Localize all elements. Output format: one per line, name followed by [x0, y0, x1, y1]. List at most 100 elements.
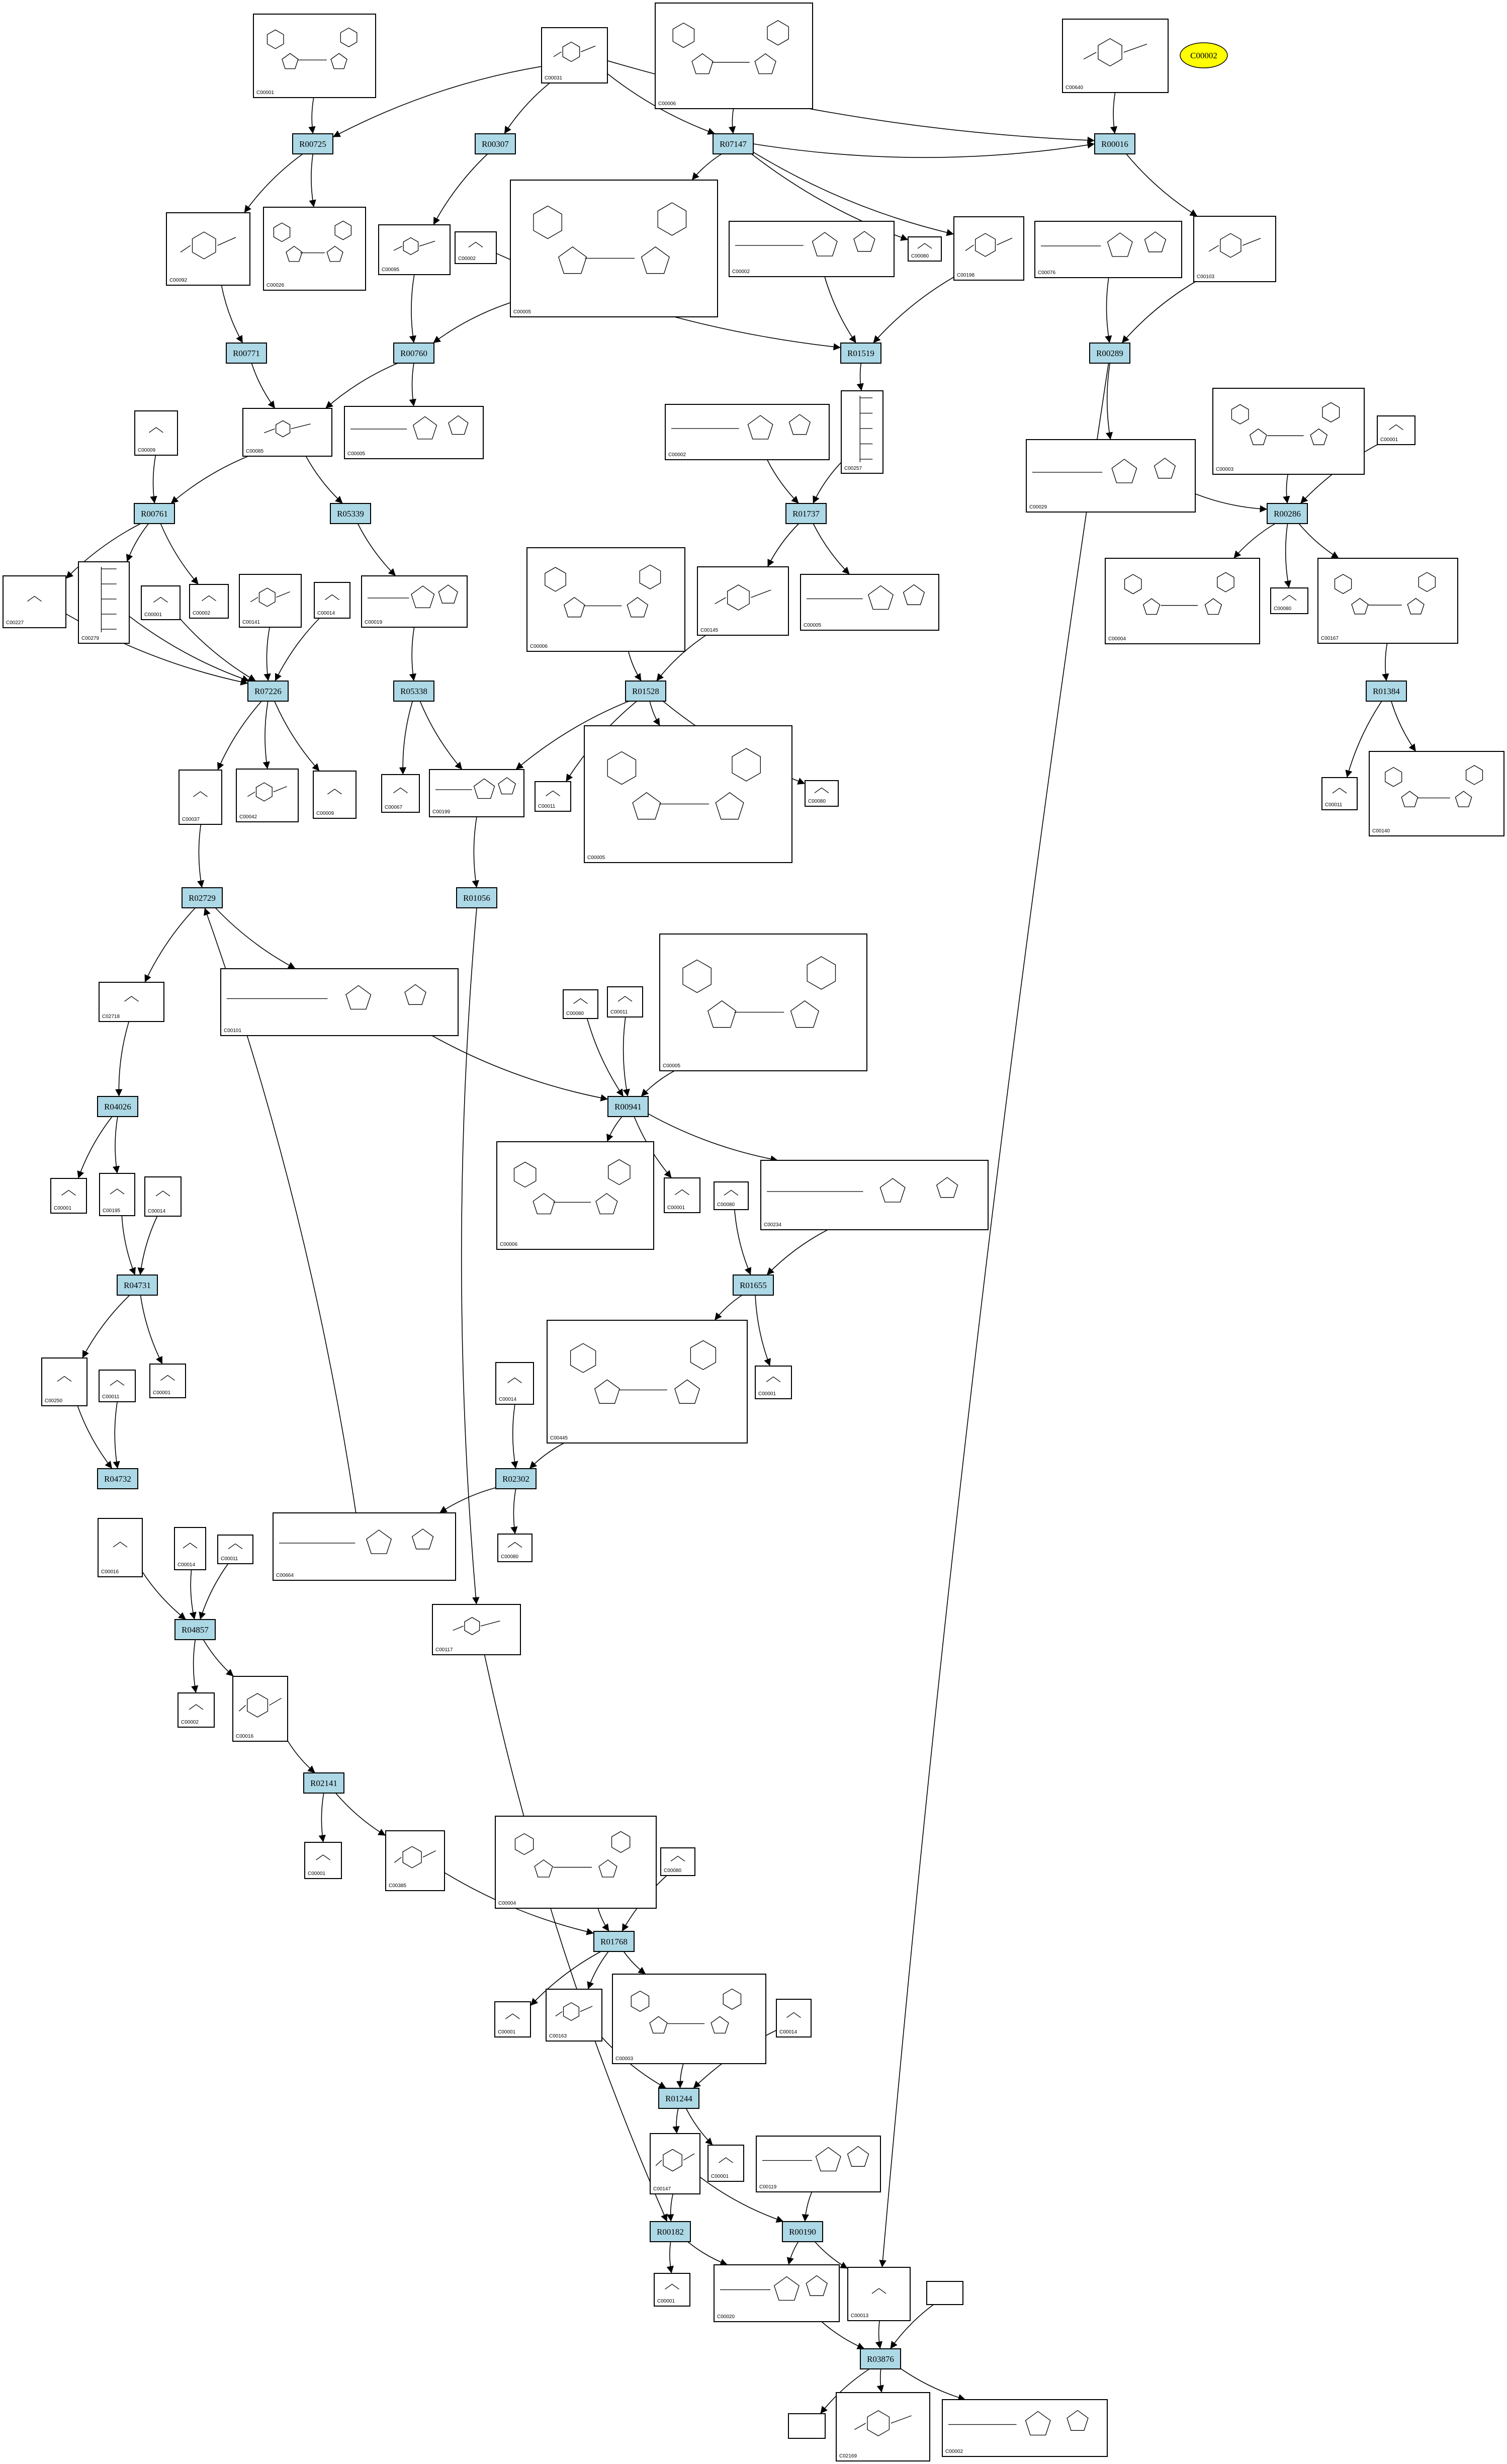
compound-node[interactable]: C00101: [220, 968, 459, 1036]
compound-node[interactable]: C00140: [1369, 751, 1504, 836]
compound-node[interactable]: C00095: [378, 224, 451, 275]
compound-node[interactable]: C00002: [729, 221, 895, 277]
compound-node[interactable]: C00005: [510, 180, 718, 317]
compound-node[interactable]: C00147: [650, 2133, 700, 2194]
compound-node[interactable]: C00080: [805, 780, 839, 807]
compound-node[interactable]: C00042: [236, 769, 299, 822]
reaction-node[interactable]: R04857: [174, 1619, 216, 1640]
compound-node[interactable]: [926, 2281, 963, 2305]
compound-node[interactable]: C00031: [541, 27, 608, 83]
compound-node[interactable]: C00080: [660, 1847, 695, 1876]
compound-node[interactable]: C00234: [760, 1160, 989, 1230]
reaction-node[interactable]: R02729: [182, 887, 223, 908]
compound-node[interactable]: C00076: [1034, 221, 1182, 278]
reaction-node[interactable]: R00760: [393, 343, 434, 364]
compound-node[interactable]: C00026: [263, 207, 366, 291]
compound-node[interactable]: C00011: [607, 986, 643, 1017]
compound-node[interactable]: C00001: [141, 585, 181, 620]
reaction-node[interactable]: R00190: [782, 2221, 823, 2242]
compound-node[interactable]: C00003: [612, 1974, 766, 2064]
compound-node[interactable]: C00199: [429, 769, 524, 817]
compound-node[interactable]: C00002: [178, 1692, 215, 1728]
reaction-node[interactable]: R01655: [733, 1275, 774, 1296]
compound-node[interactable]: C00016: [98, 1518, 143, 1577]
reaction-node[interactable]: R01519: [840, 343, 881, 364]
reaction-node[interactable]: R03876: [860, 2348, 901, 2369]
compound-node[interactable]: C00002: [942, 2399, 1108, 2457]
compound-node[interactable]: C00011: [99, 1370, 136, 1402]
reaction-node[interactable]: R00307: [475, 133, 516, 154]
compound-node[interactable]: C00445: [547, 1320, 748, 1443]
compound-node[interactable]: C00006: [496, 1141, 654, 1250]
compound-node[interactable]: [788, 2413, 826, 2439]
compound-node[interactable]: C00279: [78, 561, 130, 644]
compound-node[interactable]: C02169: [836, 2392, 930, 2461]
compound-node[interactable]: C00001: [304, 1842, 342, 1879]
compound-node[interactable]: C00119: [756, 2136, 881, 2192]
compound-node[interactable]: C00001: [654, 2273, 690, 2307]
compound-node[interactable]: C00001: [707, 2145, 744, 2182]
reaction-node[interactable]: R01737: [785, 503, 827, 524]
compound-node[interactable]: C00005: [659, 933, 867, 1071]
reaction-node[interactable]: R00941: [607, 1096, 649, 1117]
compound-node[interactable]: C00001: [253, 14, 376, 98]
compound-node[interactable]: C00385: [385, 1830, 445, 1891]
compound-node[interactable]: C00198: [953, 216, 1024, 281]
compound-node[interactable]: C00103: [1193, 216, 1276, 282]
compound-node[interactable]: C00195: [99, 1173, 135, 1216]
reaction-node[interactable]: R04026: [97, 1096, 138, 1117]
compound-node[interactable]: C00019: [361, 575, 468, 628]
compound-node[interactable]: C00011: [1321, 777, 1358, 810]
reaction-node[interactable]: R02302: [495, 1468, 537, 1489]
compound-node[interactable]: C00002: [189, 584, 229, 619]
compound-node[interactable]: C00092: [166, 212, 250, 286]
compound-node[interactable]: C00250: [41, 1357, 87, 1406]
compound-node[interactable]: C00257: [841, 390, 883, 474]
compound-node[interactable]: C00005: [800, 574, 939, 631]
reaction-node[interactable]: R05338: [393, 681, 434, 702]
reaction-node[interactable]: R01528: [625, 681, 666, 702]
compound-node[interactable]: C00080: [908, 236, 942, 262]
reaction-node[interactable]: R00725: [292, 133, 333, 154]
compound-node[interactable]: C00001: [1377, 415, 1415, 445]
compound-node[interactable]: C00145: [697, 566, 789, 636]
compound-node[interactable]: C00014: [174, 1527, 206, 1570]
reaction-node[interactable]: R02141: [303, 1772, 344, 1794]
reaction-node[interactable]: R01056: [456, 887, 497, 908]
compound-node[interactable]: C00014: [495, 1362, 534, 1405]
compound-node[interactable]: C00167: [1317, 558, 1458, 644]
compound-node[interactable]: C00005: [344, 406, 484, 459]
compound-node[interactable]: C02718: [99, 982, 164, 1022]
compound-node[interactable]: C00002: [665, 404, 830, 460]
reaction-node[interactable]: R00286: [1267, 503, 1308, 524]
compound-node[interactable]: C00009: [313, 771, 357, 819]
compound-node[interactable]: C00001: [755, 1366, 792, 1399]
reaction-node[interactable]: R00182: [650, 2221, 691, 2242]
highlight-compound-node[interactable]: C00002: [1180, 42, 1228, 68]
compound-node[interactable]: C00013: [847, 2267, 911, 2321]
compound-node[interactable]: C00006: [526, 547, 685, 652]
reaction-node[interactable]: R01384: [1366, 681, 1407, 702]
compound-node[interactable]: C00001: [149, 1364, 186, 1398]
reaction-node[interactable]: R05339: [330, 503, 371, 524]
compound-node[interactable]: C00080: [497, 1534, 533, 1562]
compound-node[interactable]: C00004: [1105, 558, 1260, 644]
compound-node[interactable]: C00664: [273, 1512, 456, 1581]
compound-node[interactable]: C00006: [655, 3, 813, 109]
compound-node[interactable]: C00029: [1026, 439, 1196, 513]
compound-node[interactable]: C00163: [546, 1989, 602, 2042]
reaction-node[interactable]: R07147: [713, 133, 754, 154]
compound-node[interactable]: C00080: [714, 1181, 749, 1210]
reaction-node[interactable]: R01768: [593, 1931, 635, 1952]
compound-node[interactable]: C00011: [217, 1535, 253, 1564]
compound-node[interactable]: C00080: [563, 989, 598, 1019]
compound-node[interactable]: C00011: [535, 781, 571, 812]
compound-node[interactable]: C00014: [776, 1999, 812, 2037]
compound-node[interactable]: C00009: [134, 410, 178, 456]
reaction-node[interactable]: R00761: [134, 503, 175, 524]
compound-node[interactable]: C00640: [1062, 19, 1169, 93]
compound-node[interactable]: C00004: [495, 1816, 657, 1909]
compound-node[interactable]: C00227: [3, 575, 66, 628]
reaction-node[interactable]: R04731: [117, 1275, 158, 1296]
compound-node[interactable]: C00005: [584, 725, 792, 863]
